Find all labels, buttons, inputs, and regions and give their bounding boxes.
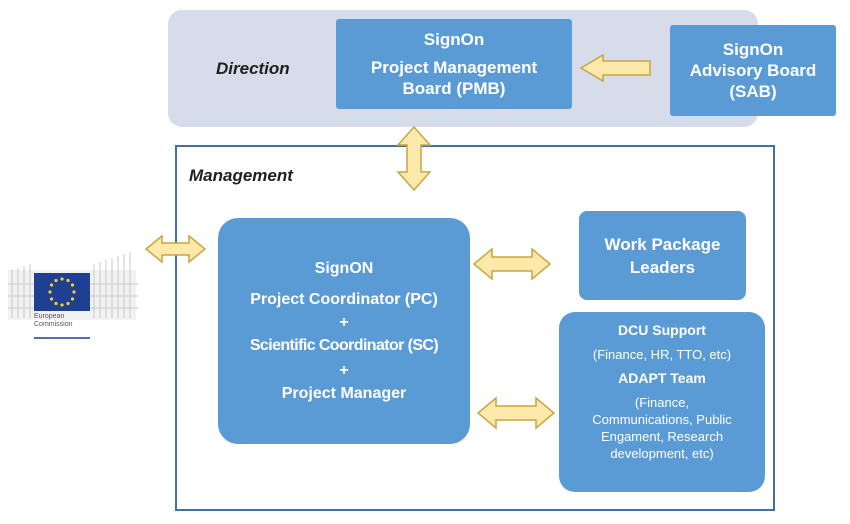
horizontal-double-arrow-wpl [472,247,552,281]
pmb-line-2: Project Management [370,58,538,77]
left-arrow-sab-to-pmb [579,53,651,83]
vertical-double-arrow [396,125,432,192]
adapt-detail-3: Engament, Research [600,429,724,444]
advisory-board-box: SignOn Advisory Board (SAB) [670,25,836,116]
european-commission-logo [8,252,138,339]
pc-plus-2: + [339,362,349,379]
sab-line-1: SignOn [722,40,784,59]
pmb-line-1: SignOn [423,30,485,49]
wpl-line-1: Work Package [604,234,721,254]
management-label: Management [189,166,293,185]
pc-line-4: Project Manager [281,385,407,402]
management-frame [175,145,775,511]
dcu-support-detail: (Finance, HR, TTO, etc) [592,347,732,362]
sab-line-2: Advisory Board [689,61,817,80]
horizontal-double-arrow-support [476,396,556,430]
dcu-support-title: DCU Support [618,322,706,338]
adapt-team-title: ADAPT Team [618,370,706,386]
wpl-line-2: Leaders [629,257,696,277]
horizontal-double-arrow-ec [144,234,207,264]
pc-line-1: SignON [314,260,374,277]
direction-label: Direction [216,59,290,78]
pc-plus-1: + [339,314,349,331]
sab-line-3: (SAB) [729,82,777,101]
adapt-detail-1: (Finance, [634,395,690,410]
pc-line-2: Project Coordinator (PC) [250,291,438,308]
support-box: DCU Support (Finance, HR, TTO, etc) ADAP… [559,312,765,492]
adapt-detail-2: Communications, Public [592,412,732,427]
ec-caption-line-2: Commission [34,321,73,328]
project-management-board-box: SignOn Project Management Board (PMB) [336,19,572,109]
european-commission-caption: European Commission [34,313,73,329]
work-package-leaders-box: Work Package Leaders [579,211,746,300]
pc-line-3: Scientific Coordinator (SC) [249,337,439,354]
pmb-line-3: Board (PMB) [402,79,506,98]
ec-caption-line-1: European [34,313,65,320]
project-coordinator-box: SignON Project Coordinator (PC) + Scient… [218,218,470,444]
adapt-detail-4: development, etc) [610,446,714,461]
